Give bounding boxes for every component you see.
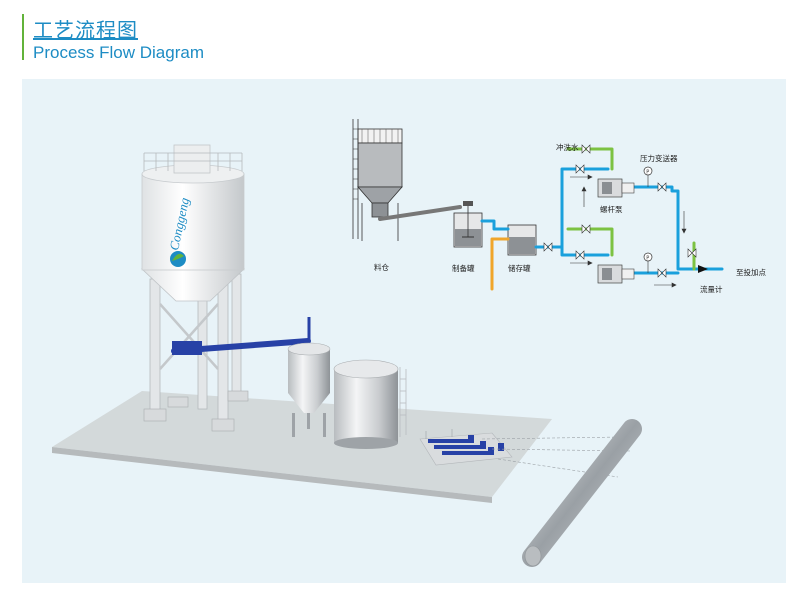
pipe-transfer: [480, 219, 510, 231]
pipe-overflow: [490, 237, 510, 291]
flowmeter-icon: [698, 265, 708, 273]
label-prep-tank: 制备罐: [452, 264, 475, 273]
screw-pump-upper: [597, 178, 635, 198]
flow-arrows: [570, 174, 687, 288]
pipe-rod: [522, 419, 642, 567]
storage-tank-3d: [333, 359, 407, 449]
pressure-gauge-upper-icon: P: [643, 166, 653, 187]
silo-railing: [143, 152, 243, 171]
page-title-en: Process Flow Diagram: [33, 43, 204, 62]
title-accent-bar: [22, 14, 24, 60]
pipe-pump1-out: [620, 185, 714, 271]
silo-bracing: [159, 303, 219, 370]
diagram-panel: Conggeng: [22, 79, 786, 583]
pump-skid-3d: [419, 429, 513, 466]
screw-conveyor: [171, 317, 311, 355]
valves: [543, 144, 697, 278]
ground-slab-edge: [52, 447, 492, 503]
label-storage-tank: 储存罐: [508, 264, 531, 273]
svg-text:P: P: [646, 256, 649, 262]
diagram-canvas: Conggeng: [52, 119, 724, 567]
schematic-conveyor: [378, 205, 462, 221]
svg-text:P: P: [646, 170, 649, 176]
prep-tank-3d: [287, 342, 331, 437]
scene-3d: Conggeng: [52, 144, 642, 567]
schematic: P P: [352, 119, 724, 291]
prep-tank-schematic: [453, 201, 483, 248]
label-pressure-transmitter: 压力变送器: [640, 154, 678, 163]
silo-logo-mark: [170, 251, 186, 267]
page-title-zh: 工艺流程图: [33, 18, 138, 42]
pipe-main-out: [534, 167, 610, 249]
silo-body: [141, 173, 245, 271]
screw-pump-lower: [597, 264, 635, 284]
pressure-gauge-lower-icon: P: [643, 252, 653, 273]
silo-feet: [143, 390, 249, 432]
silo-roof-hood: [173, 144, 211, 174]
label-flush-water: 冲洗水: [556, 143, 579, 152]
label-silo: 料仓: [374, 263, 389, 272]
pipe-branch-lower: [560, 245, 610, 257]
storage-tank-schematic: [507, 224, 537, 256]
silo-schematic: [352, 119, 403, 241]
label-flowmeter: 流量计: [700, 285, 723, 294]
label-to-dosing-point: 至投加点: [736, 268, 766, 277]
label-screw-pump: 螺杆泵: [600, 205, 623, 214]
ground-slab: [52, 391, 552, 497]
